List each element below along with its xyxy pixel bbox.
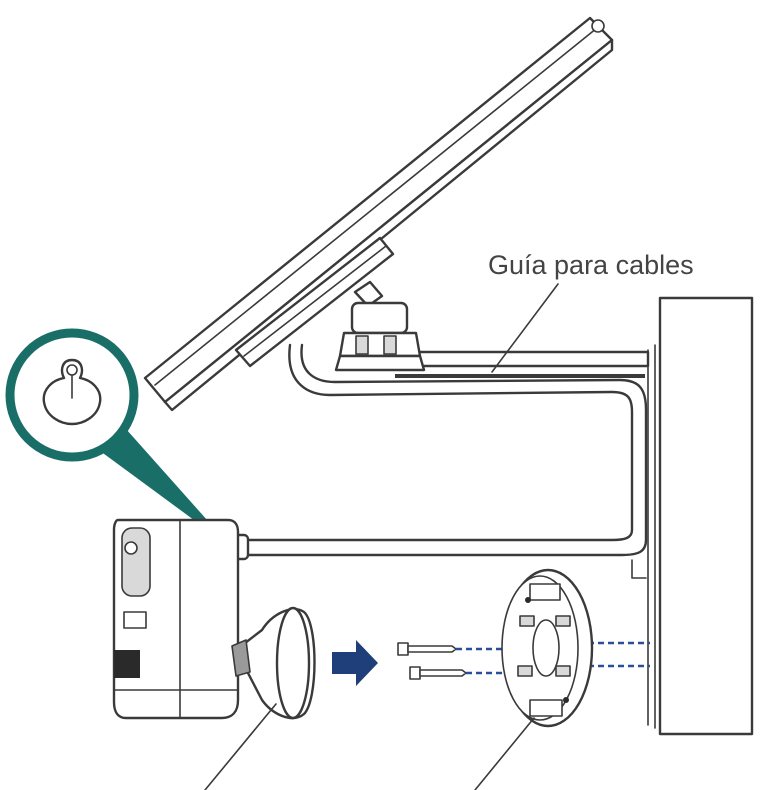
camera-mount	[231, 606, 316, 720]
wall	[647, 296, 754, 736]
keyhole-callout	[5, 328, 232, 548]
keyhole-slot-icon	[42, 358, 102, 426]
cable-guide-label: Guía para cables	[488, 250, 694, 280]
screw-bottom	[409, 666, 467, 680]
cable-guide-callout: Guía para cables	[488, 250, 694, 373]
mounting-arm	[230, 343, 650, 579]
arrow-right-icon	[332, 640, 378, 686]
screw-top	[397, 642, 457, 656]
alignment-lines	[456, 641, 650, 675]
mounting-base-plate	[501, 568, 594, 728]
camera	[112, 518, 240, 720]
pointer-lines	[204, 703, 535, 790]
screws	[397, 642, 467, 680]
solar-panel	[143, 16, 614, 412]
